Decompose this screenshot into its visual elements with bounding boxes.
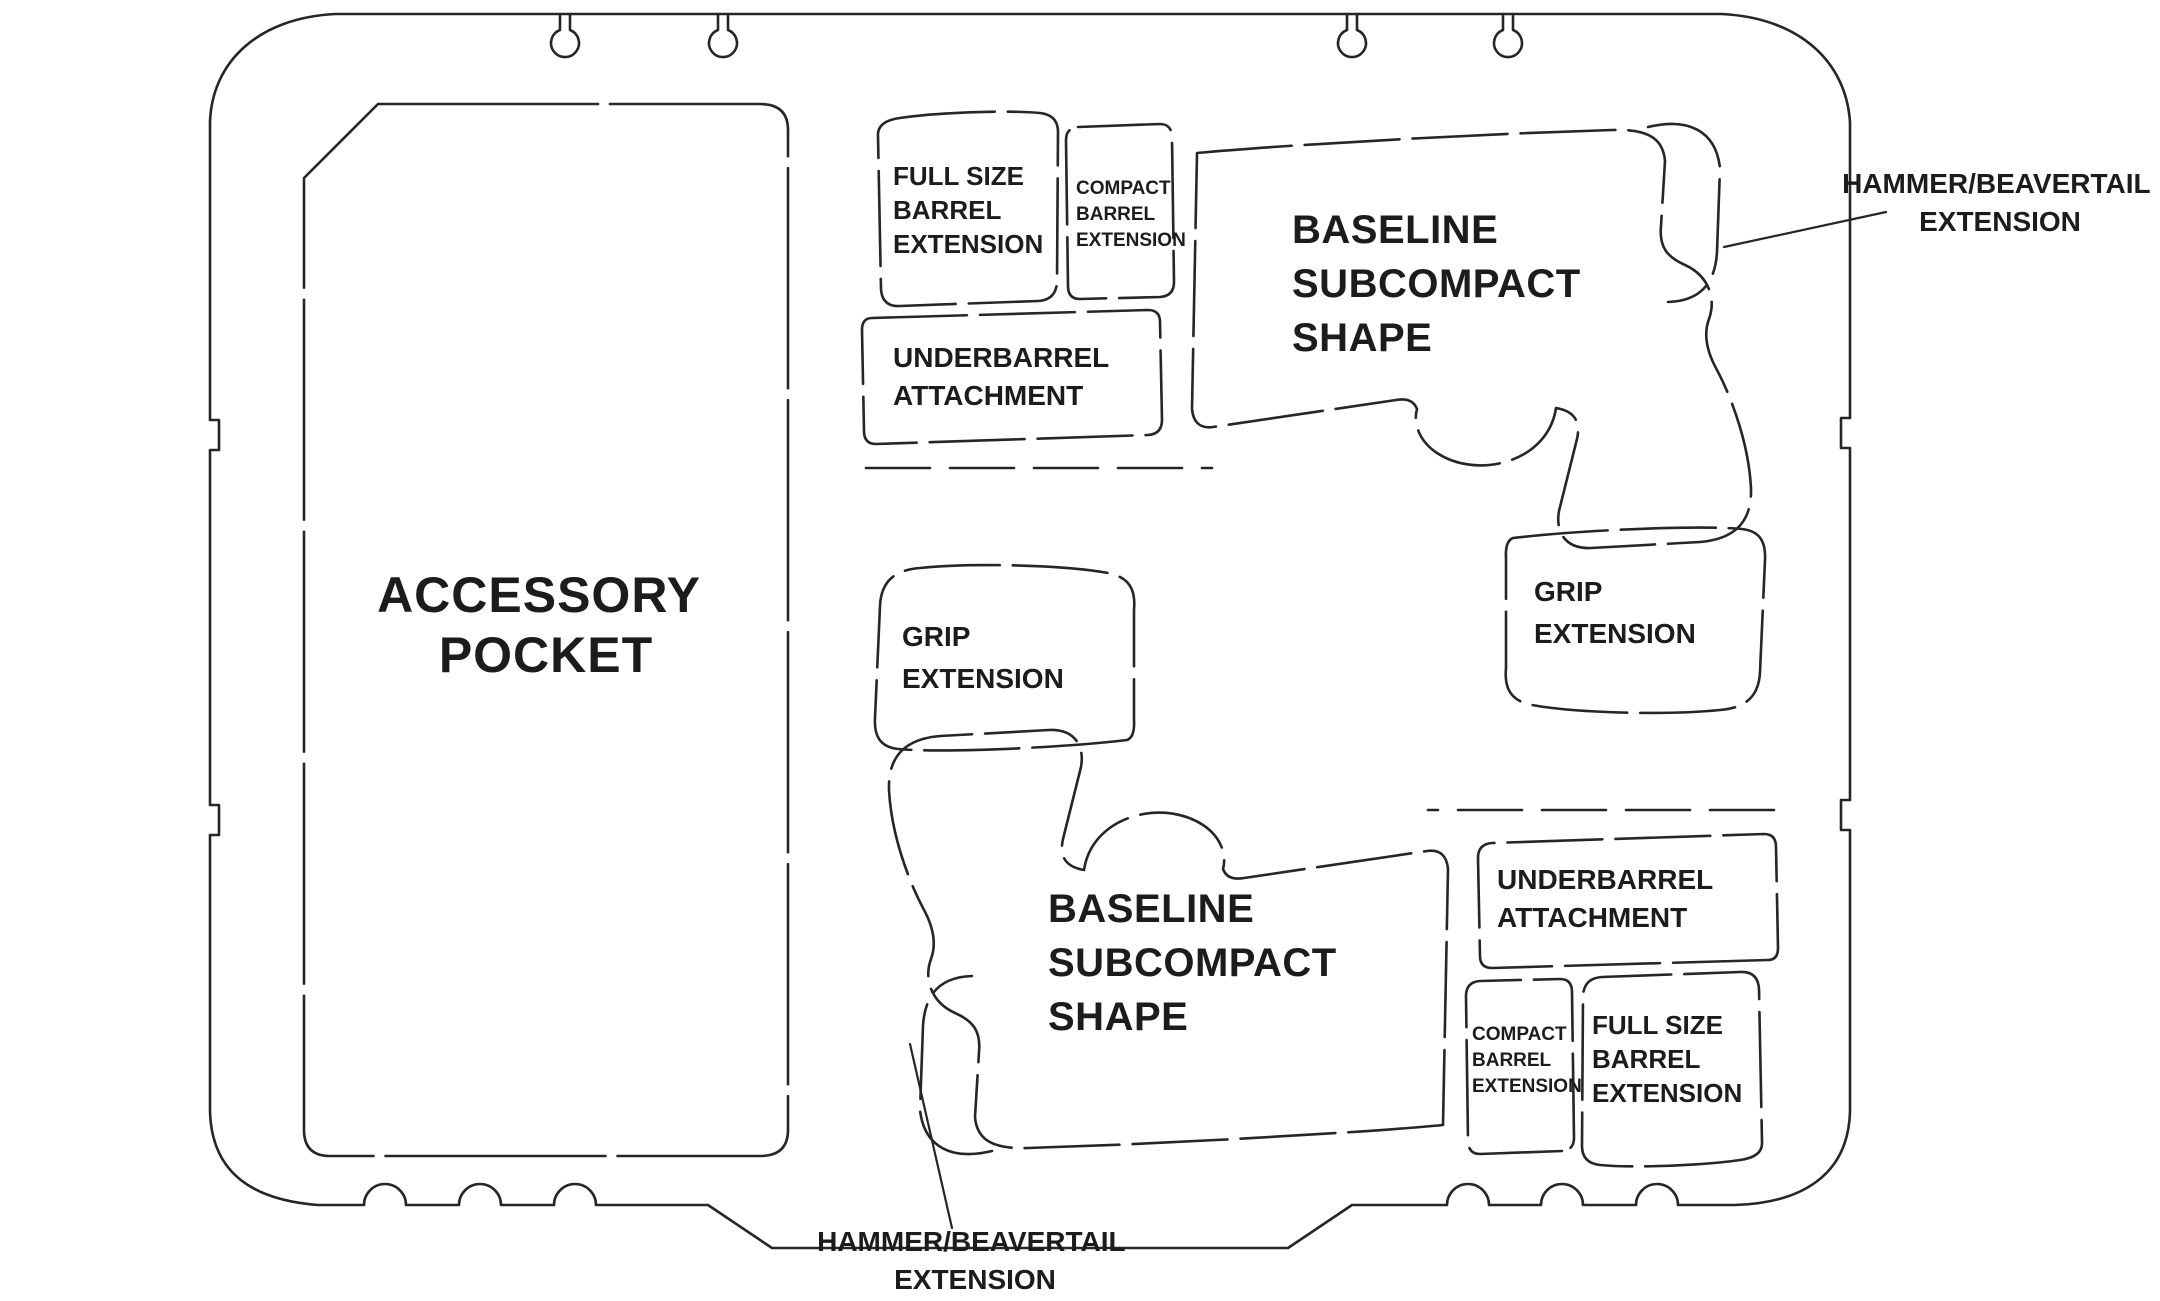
compact-barrel-extension-label-bottom: COMPACT BARREL EXTENSION	[1472, 1024, 1582, 1097]
hammer-beavertail-extension-outline-top	[1646, 122, 1722, 304]
baseline-subcompact-label-bottom: BASELINE SUBCOMPACT SHAPE	[1048, 887, 1348, 1039]
case-outline	[208, 12, 1852, 1250]
underbarrel-attachment-outline-bottom	[1476, 832, 1780, 970]
grip-extension-outline-top	[1504, 526, 1767, 715]
hammer-leader-line-top	[1722, 210, 1888, 249]
grip-extension-outline-bottom	[873, 563, 1136, 752]
mount-hole-icon	[707, 13, 739, 59]
compact-barrel-extension-outline-top	[1064, 122, 1176, 301]
underbarrel-attachment-label-top: UNDERBARREL ATTACHMENT	[893, 342, 1117, 411]
hammer-leader-line-bottom	[908, 1042, 954, 1230]
mount-hole-icon	[1492, 13, 1524, 59]
grip-extension-label-bottom: GRIP EXTENSION	[902, 621, 1064, 694]
baseline-subcompact-outline-bottom	[887, 728, 1450, 1150]
underbarrel-attachment-label-bottom: UNDERBARREL ATTACHMENT	[1497, 864, 1721, 933]
full-size-barrel-extension-label-top: FULL SIZE BARREL EXTENSION	[893, 161, 1043, 259]
grip-extension-label-top: GRIP EXTENSION	[1534, 576, 1696, 649]
compact-barrel-extension-label-top: COMPACT BARREL EXTENSION	[1076, 178, 1186, 251]
underbarrel-attachment-outline-top	[860, 308, 1164, 446]
baseline-subcompact-outline-top	[1190, 128, 1753, 550]
hammer-beavertail-extension-label-top: HAMMER/BEAVERTAIL EXTENSION	[1842, 168, 2158, 237]
mount-hole-icon	[1336, 13, 1368, 59]
mount-hole-icon	[549, 13, 581, 59]
hammer-beavertail-extension-label-bottom: HAMMER/BEAVERTAIL EXTENSION	[817, 1226, 1133, 1295]
full-size-barrel-extension-outline-top	[876, 110, 1060, 308]
accessory-pocket-label: ACCESSORY POCKET	[377, 567, 715, 683]
baseline-subcompact-label-top: BASELINE SUBCOMPACT SHAPE	[1292, 208, 1592, 360]
accessory-pocket-outline	[302, 102, 790, 1158]
hammer-beavertail-extension-outline-bottom	[918, 974, 994, 1156]
full-size-barrel-extension-label-bottom: FULL SIZE BARREL EXTENSION	[1592, 1010, 1742, 1108]
